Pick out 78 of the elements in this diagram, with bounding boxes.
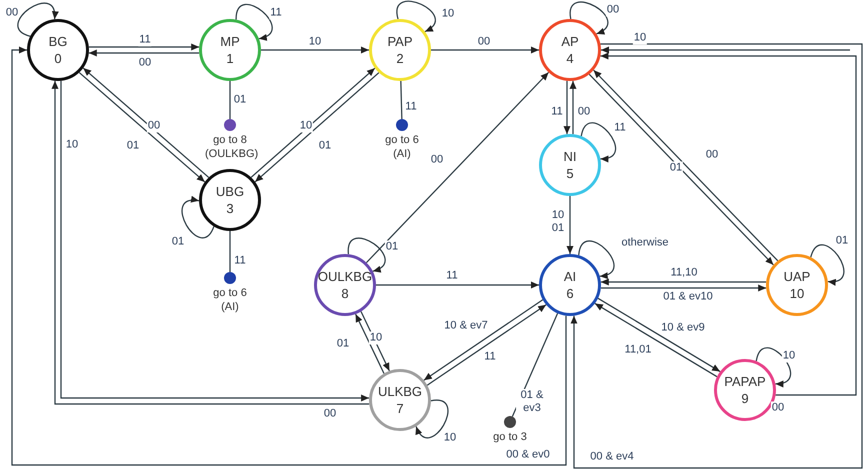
state-number: 1	[226, 50, 234, 67]
edge-label: 11,10	[670, 266, 698, 280]
state-circle	[27, 19, 89, 81]
state-name: UAP	[784, 268, 810, 285]
edge-label: 10	[298, 120, 314, 132]
transition-arrow	[88, 50, 200, 56]
self-loop-arrow	[348, 238, 386, 272]
self-loop-arrow	[570, 2, 608, 34]
self-loop-arrow	[578, 240, 615, 278]
terminal-dot	[224, 119, 236, 131]
state-name: BG	[48, 33, 68, 50]
terminal-dot	[504, 416, 516, 428]
state-number: 9	[741, 390, 749, 407]
transition-arrow	[570, 43, 863, 469]
connector-line	[229, 231, 231, 272]
state-number: 10	[790, 285, 804, 302]
state-name: NI	[564, 148, 576, 165]
state-circle	[314, 254, 376, 316]
state-number: 4	[566, 50, 574, 67]
transition-arrow	[366, 72, 549, 264]
transition-arrow	[431, 46, 539, 54]
edge-label: 10	[782, 350, 796, 362]
state-name: AP	[561, 33, 579, 50]
transition-arrow	[600, 52, 857, 396]
state-number: 3	[226, 200, 234, 217]
edge-label: 01	[668, 162, 684, 174]
self-loop-arrow	[17, 2, 58, 37]
state-name: PAPAP	[724, 373, 766, 390]
edge-label: 10	[632, 32, 648, 44]
transition-arrow	[564, 80, 570, 134]
dot-caption: go to 8 (OULKBG)	[205, 133, 255, 161]
terminal-dot	[396, 119, 408, 131]
state-name: UBG	[216, 183, 244, 200]
terminal-dot	[224, 272, 236, 284]
transition-arrow	[570, 80, 576, 134]
state-circle	[369, 369, 431, 431]
transition-arrow	[88, 44, 200, 50]
edge-label: 00	[146, 120, 162, 132]
transition-arrow	[601, 46, 850, 54]
state-name: AI	[564, 268, 576, 285]
transition-arrow	[600, 278, 766, 286]
state-number: 5	[566, 165, 574, 182]
edge-label: 10	[368, 332, 384, 344]
edge-label: 11	[269, 6, 283, 20]
self-loop-arrow	[416, 400, 448, 438]
state-name: OULKBG	[318, 268, 372, 285]
state-circle	[369, 19, 431, 81]
edge-label: 00	[606, 4, 620, 16]
state-number: 8	[341, 285, 349, 302]
self-loop-arrow	[756, 347, 792, 386]
transition-arrow	[600, 284, 766, 292]
transition-arrow	[566, 196, 574, 254]
edge-label: 00	[4, 6, 20, 20]
transition-arrow	[11, 46, 567, 466]
self-loop-arrow	[396, 0, 436, 32]
transition-arrow	[376, 282, 539, 288]
connector-line	[400, 80, 402, 120]
state-name: PAP	[387, 33, 413, 50]
state-circle	[199, 169, 261, 231]
self-loop-arrow	[236, 4, 273, 40]
transition-arrow	[261, 46, 369, 54]
edge-label: 11,01	[624, 344, 652, 356]
self-loop-arrow	[182, 196, 214, 238]
state-number: 7	[396, 400, 404, 417]
self-loop-arrow	[580, 122, 616, 162]
dot-caption: go to 3	[492, 430, 528, 444]
connector-line	[229, 81, 231, 119]
dot-caption: go to 6 (AI)	[212, 286, 248, 314]
self-loop-arrow	[810, 244, 844, 285]
state-number: 0	[54, 50, 62, 67]
transition-arrow	[355, 314, 385, 374]
state-number: 2	[396, 50, 404, 67]
state-name: MP	[220, 33, 240, 50]
state-name: ULKBG	[378, 383, 422, 400]
dot-caption: go to 6 (AI)	[384, 133, 420, 161]
state-circle	[539, 19, 601, 81]
state-number: 6	[566, 285, 574, 302]
edge-label: 11	[138, 34, 152, 46]
